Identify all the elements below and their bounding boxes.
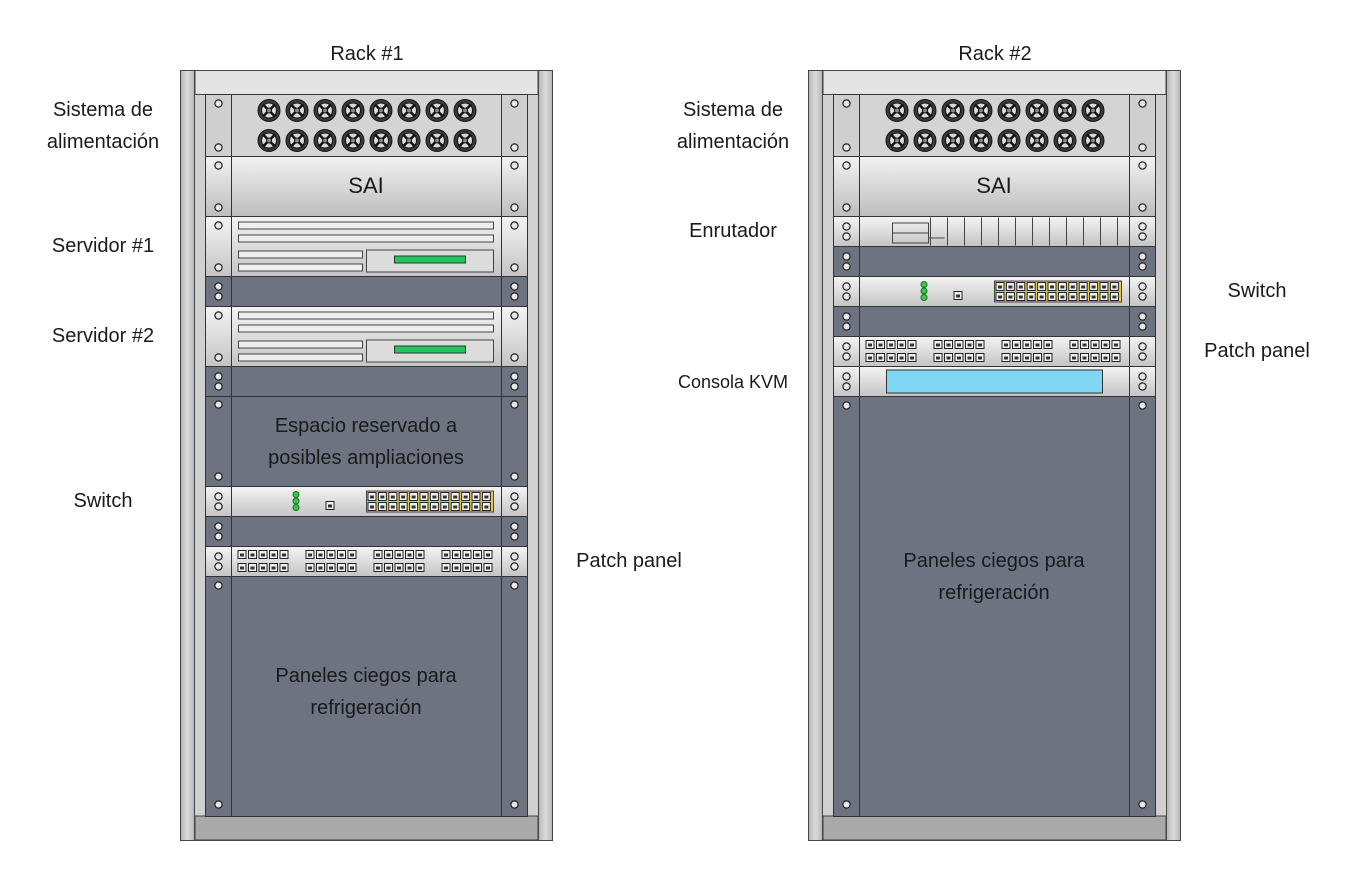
rack1-server1-label: Servidor #1 [51, 235, 155, 257]
status-led-icon [920, 287, 928, 295]
fan-icon [969, 99, 993, 122]
rack1-title: Rack #1 [330, 43, 404, 65]
fan-icon [313, 99, 337, 122]
rack1: SAI Espacio reservado a posibles ampliacio… [180, 70, 553, 841]
rack1-reserved-line1: Espacio reservado a [275, 415, 458, 437]
reserved-space [205, 396, 528, 487]
fan-icon [341, 129, 365, 152]
blank-panel-1u [833, 246, 1156, 277]
fan-icon [313, 129, 337, 152]
status-led-icon [292, 497, 300, 505]
rack1-blank-line1: Paneles ciegos para [275, 665, 457, 687]
fan-icon [285, 99, 309, 122]
rack2-ups-text: SAI [976, 173, 1011, 198]
kvm-screen [886, 369, 1103, 394]
server-status-bar [394, 255, 466, 264]
patch-panel-unit [833, 336, 1156, 367]
server-unit [205, 306, 528, 367]
fan-icon [997, 129, 1021, 152]
fan-icon [1081, 99, 1105, 122]
fan-icon [913, 99, 937, 122]
fan-icon [885, 99, 909, 122]
rack2-title: Rack #2 [958, 43, 1032, 65]
fan-icon [997, 99, 1021, 122]
fan-icon [369, 129, 393, 152]
ups-unit [205, 156, 528, 217]
rack2-blank-line1: Paneles ciegos para [903, 550, 1085, 572]
fan-icon [1025, 129, 1049, 152]
fan-icon [885, 129, 909, 152]
fan-icon [941, 99, 965, 122]
rack2-patch-label: Patch panel [1204, 340, 1310, 362]
fan-icon [453, 99, 477, 122]
fan-icon [1053, 129, 1077, 152]
rack2: SAI Paneles ciegos para refrigeración [808, 70, 1181, 841]
rack2-power-label-line1: Sistema de [682, 99, 784, 121]
blank-panel-1u [205, 276, 528, 307]
fan-icon [257, 99, 281, 122]
fan-icon [285, 129, 309, 152]
rack1-power-label-line2: alimentación [46, 131, 160, 153]
ups-unit [833, 156, 1156, 217]
status-led-icon [920, 281, 928, 288]
patch-panel-unit [205, 546, 528, 577]
rack1-power-label-line1: Sistema de [52, 99, 154, 121]
fan-icon [425, 99, 449, 122]
fan-icon [453, 129, 477, 152]
fan-icon [969, 129, 993, 152]
fan-icon [913, 129, 937, 152]
rack2-blank-line2: refrigeración [938, 582, 1049, 604]
rack2-kvm-label: Consola KVM [677, 372, 789, 392]
power-system-unit [833, 94, 1156, 157]
fan-icon [1053, 99, 1077, 122]
switch-unit [833, 276, 1156, 307]
server-unit [205, 216, 528, 277]
rack2-switch-label: Switch [1227, 280, 1287, 302]
server-status-bar [394, 345, 466, 354]
blank-panel-1u [205, 516, 528, 547]
fan-icon [425, 129, 449, 152]
fan-icon [369, 99, 393, 122]
fan-icon [397, 99, 421, 122]
fan-icon [341, 99, 365, 122]
rack1-ups-text: SAI [348, 173, 383, 198]
router-unit [833, 216, 1156, 247]
rack2-router-label: Enrutador [689, 220, 777, 242]
rack2-power-label-line2: alimentación [676, 131, 790, 153]
blank-panel-1u [833, 306, 1156, 337]
status-led-icon [292, 504, 300, 511]
rack1-reserved-line2: posibles ampliaciones [268, 447, 464, 469]
fan-icon [1025, 99, 1049, 122]
fan-icon [397, 129, 421, 152]
fan-icon [941, 129, 965, 152]
power-system-unit [205, 94, 528, 157]
blank-panel-area [205, 576, 528, 817]
status-led-icon [920, 294, 928, 301]
rack1-switch-label: Switch [73, 490, 133, 512]
rack1-patch-label: Patch panel [576, 550, 682, 572]
switch-unit [205, 486, 528, 517]
status-led-icon [292, 491, 300, 498]
kvm-console-unit [833, 366, 1156, 397]
rack1-server2-label: Servidor #2 [51, 325, 155, 347]
fan-icon [1081, 129, 1105, 152]
fan-icon [257, 129, 281, 152]
blank-panel-area [833, 396, 1156, 817]
blank-panel-1u [205, 366, 528, 397]
rack1-blank-line2: refrigeración [310, 697, 421, 719]
